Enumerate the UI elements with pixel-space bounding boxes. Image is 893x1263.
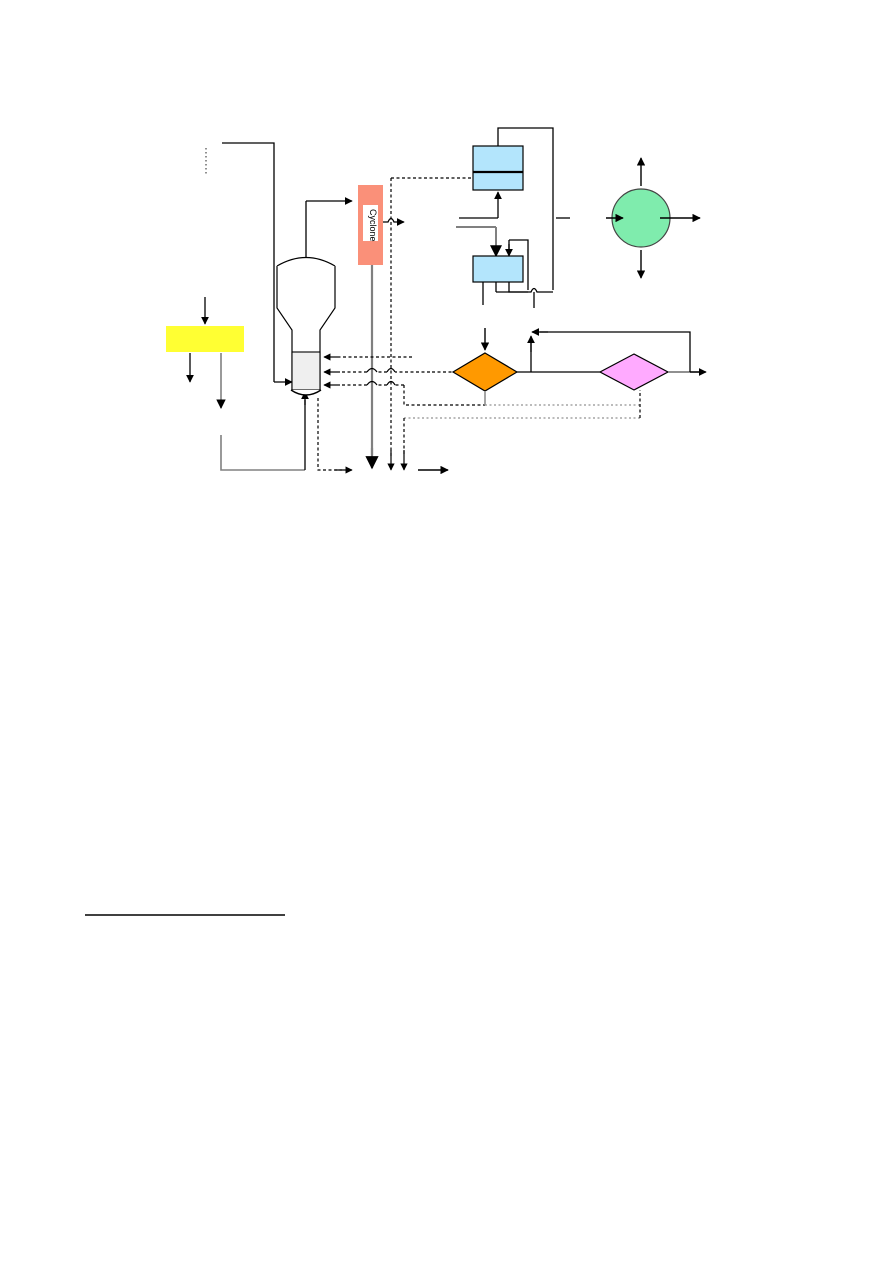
cyclone-unit: Cyclone	[358, 185, 383, 470]
bottom-left-return-line	[220, 391, 309, 471]
decision-pink	[598, 353, 707, 391]
reactor-bed-control-lines	[323, 353, 430, 389]
mixer-circle-unit	[606, 157, 701, 279]
cyclone-label: Cyclone	[368, 209, 378, 242]
feed-drum	[166, 297, 244, 409]
exchanger-lower	[472, 239, 553, 308]
pink-to-riser-return	[527, 328, 691, 372]
decision-orange	[432, 328, 600, 405]
lower-dashed-routing	[400, 385, 641, 471]
exchanger-mid-connectors	[456, 217, 570, 258]
exchanger-upper	[472, 127, 554, 290]
reactor-bottom-drain	[317, 398, 353, 474]
recycle-loop-top-left	[222, 142, 293, 386]
reactor-vessel	[276, 201, 336, 396]
control-signal-cyclone-to-exchanger	[387, 177, 473, 471]
cyclone-gas-outlet	[383, 217, 405, 226]
